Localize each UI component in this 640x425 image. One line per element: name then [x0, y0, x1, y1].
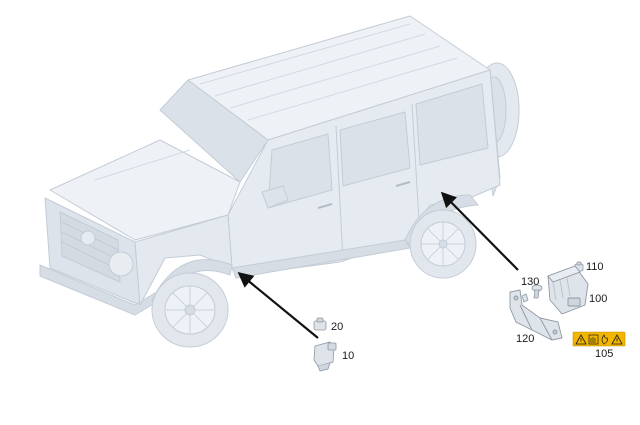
part-20-clip [313, 317, 327, 331]
callout-10: 10 [342, 350, 355, 362]
side-mirror [261, 185, 289, 209]
leader-arrow-front [237, 272, 319, 339]
callout-130: 130 [521, 276, 540, 288]
hand-caution-icon [588, 334, 599, 345]
part-105-warning-label [572, 331, 626, 347]
windshield [159, 79, 269, 183]
rear-side-window [339, 111, 411, 187]
star-emblem [80, 230, 96, 246]
front-wheel [151, 272, 229, 348]
vehicle-hood [49, 139, 241, 241]
callout-100: 100 [589, 293, 608, 305]
part-10-sensor [313, 341, 337, 372]
warning-triangle-icon [575, 334, 587, 345]
rear-quarter-window [415, 83, 489, 166]
vehicle-illustration [39, 15, 520, 348]
part-120-bracket [509, 289, 563, 341]
callout-120: 120 [516, 333, 535, 345]
leader-arrow-rear [440, 191, 519, 271]
part-100-control-unit [547, 265, 589, 315]
front-grille [59, 211, 121, 283]
part-130-screw [521, 284, 543, 303]
callout-105: 105 [595, 348, 614, 360]
callout-110: 110 [586, 261, 604, 273]
rear-wheel [409, 209, 477, 279]
headlight [108, 251, 134, 277]
warning-triangle-icon [611, 334, 623, 345]
callout-20: 20 [331, 321, 344, 333]
flame-icon [601, 334, 608, 345]
